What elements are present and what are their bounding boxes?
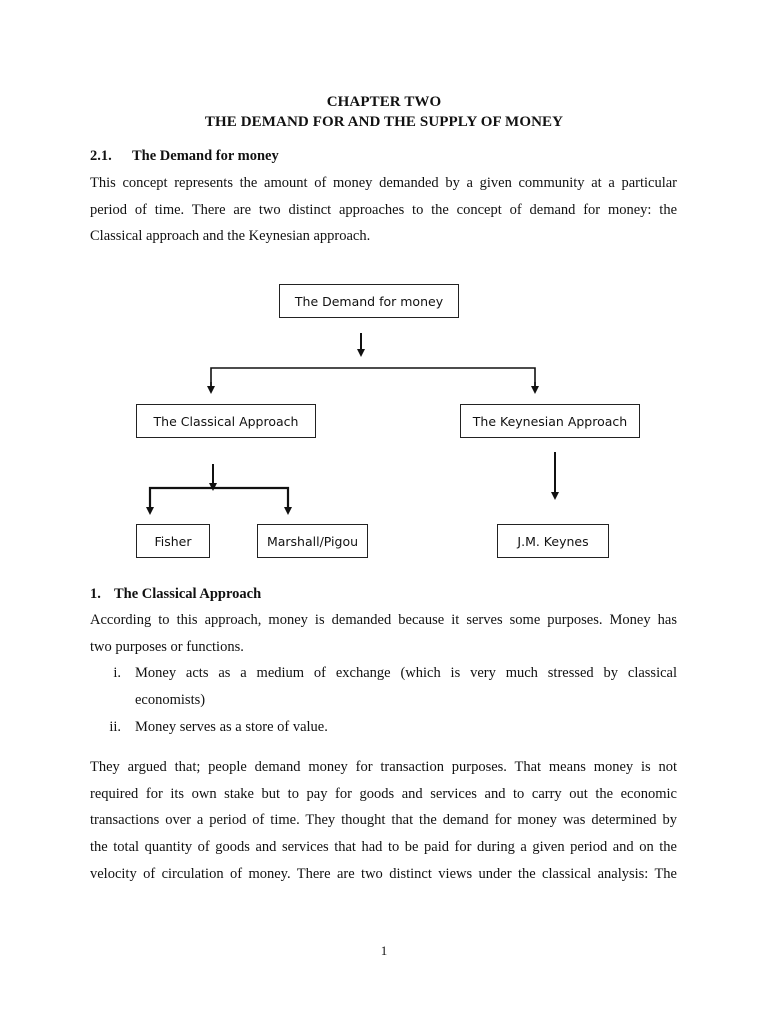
node-jm-keynes: J.M. Keynes	[497, 524, 609, 558]
diagram-connectors	[146, 333, 559, 515]
node-keynesian-approach: The Keynesian Approach	[460, 404, 640, 438]
body-line: required for its own stake but to pay fo…	[90, 785, 677, 802]
classical-split-connector	[148, 486, 290, 510]
classical-title: The Classical Approach	[114, 586, 262, 602]
list-item: ii. Money serves as a store of value.	[90, 714, 677, 741]
body-line: They argued that; people demand money fo…	[90, 759, 677, 775]
list-text: Money acts as a medium of exchange (whic…	[135, 660, 677, 713]
node-classical-approach: The Classical Approach	[136, 404, 316, 438]
list-marker: i.	[113, 665, 121, 681]
list-text: Money serves as a store of value.	[135, 714, 677, 741]
intro-line: Classical approach and the Keynesian app…	[90, 228, 371, 245]
list-item: i. Money acts as a medium of exchange (w…	[90, 660, 677, 714]
classical-heading: 1. The Classical Approach	[90, 586, 261, 603]
page-number: 1	[380, 943, 388, 958]
node-marshall-pigou: Marshall/Pigou	[257, 524, 368, 558]
classical-number: 1.	[90, 586, 101, 602]
intro-line: This concept represents the amount of mo…	[90, 175, 677, 191]
section-title: The Demand for money	[132, 148, 279, 164]
chapter-label: CHAPTER TWO	[326, 94, 442, 110]
chapter-title: THE DEMAND FOR AND THE SUPPLY OF MONEY	[204, 114, 564, 130]
body-line: the total quantity of goods and services…	[90, 839, 677, 856]
node-fisher: Fisher	[136, 524, 210, 558]
split-connector	[210, 367, 536, 388]
classical-intro-paragraph: According to this approach, money is dem…	[90, 607, 677, 660]
list-line: Money serves as a store of value.	[135, 719, 328, 735]
node-demand-for-money: The Demand for money	[279, 284, 459, 318]
body-line: velocity of circulation of money. There …	[90, 865, 677, 882]
list-line: economists)	[135, 691, 206, 708]
body-line: transactions over a period of time. They…	[90, 812, 677, 829]
list-line: Money acts as a medium of exchange (whic…	[135, 665, 677, 681]
intro-line: period of time. There are two distinct a…	[90, 201, 677, 218]
classical-intro-line: two purposes or functions.	[90, 638, 244, 655]
classical-intro-line: According to this approach, money is dem…	[90, 612, 677, 628]
classical-body-paragraph: They argued that; people demand money fo…	[90, 754, 677, 888]
section-intro-paragraph: This concept represents the amount of mo…	[90, 170, 677, 250]
section-heading: 2.1. The Demand for money	[90, 148, 279, 165]
section-number: 2.1.	[90, 148, 112, 164]
list-marker: ii.	[109, 719, 121, 735]
